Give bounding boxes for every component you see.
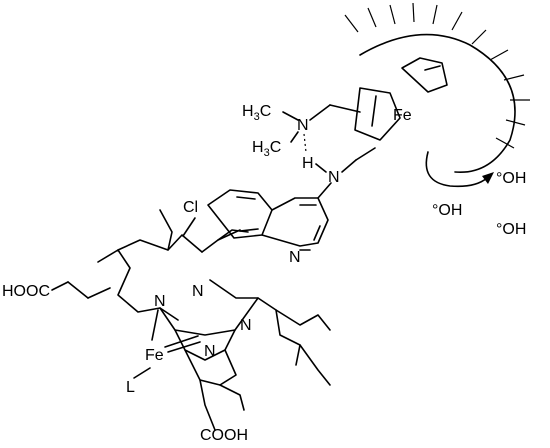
- hooc-label: HOOC: [2, 283, 50, 300]
- heme-fe-label: Fe: [145, 347, 164, 364]
- porphyrin-n-1: N: [192, 283, 204, 300]
- heme-porphyrin: HOOC N N N N Fe L COOH: [2, 209, 331, 444]
- ferrocene: Fe: [354, 57, 448, 141]
- dimethylamine: H3C H3C N H N: [242, 103, 376, 199]
- cl-label: Cl: [183, 199, 198, 216]
- quinoline-n-label: N: [289, 249, 301, 266]
- linker-n-label: N: [328, 169, 340, 186]
- quinoline: Cl N: [183, 189, 329, 266]
- porphyrin-n-4: N: [204, 343, 216, 360]
- oh-radical-1: °OH: [496, 170, 526, 187]
- h3c-bottom-label: H3C: [252, 139, 281, 159]
- ligand-label: L: [126, 379, 135, 396]
- oh-radical-3: °OH: [496, 221, 526, 238]
- ferrocene-fe-label: Fe: [393, 107, 412, 124]
- curved-arrow: [425, 151, 494, 188]
- porphyrin-n-3: N: [240, 317, 252, 334]
- amine-n-label: N: [297, 117, 309, 134]
- cooh-label: COOH: [200, 427, 248, 443]
- oh-radical-2: °OH: [432, 202, 462, 219]
- porphyrin-n-2: N: [154, 293, 166, 310]
- h3c-top-label: H3C: [242, 103, 271, 123]
- membrane-arc: [344, 2, 530, 173]
- hydroxyl-radicals: °OH °OH °OH: [432, 170, 526, 238]
- h-bond-label: H: [302, 155, 314, 172]
